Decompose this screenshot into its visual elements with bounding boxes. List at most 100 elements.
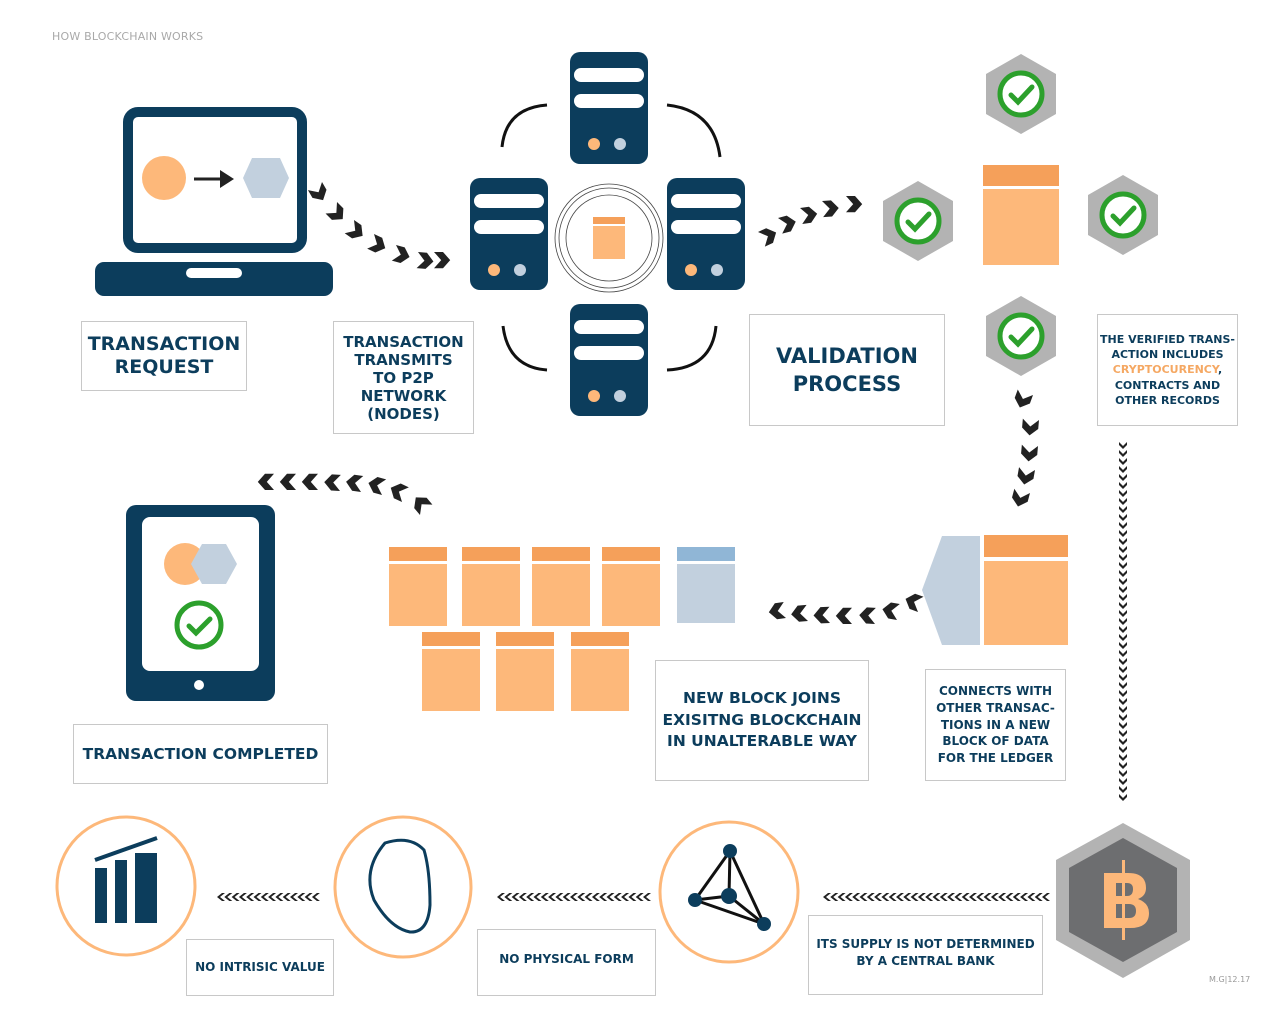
chevron-left-icon: [282, 893, 291, 901]
chevron-left-icon: [1042, 893, 1050, 901]
laptop-icon: [95, 107, 333, 296]
label-line: TIONS IN A NEW: [940, 717, 1051, 732]
chevron-left-icon: [548, 893, 557, 901]
chevron-down-icon: [1119, 706, 1127, 713]
step-transaction-completed: TRANSACTION COMPLETED: [73, 724, 328, 784]
label-line: OTHER TRANSAC-: [936, 700, 1055, 715]
chevron-left-icon: [881, 893, 890, 901]
chevron-left-icon: [311, 893, 320, 901]
chevron-down-icon: [1119, 770, 1127, 777]
chevron-left-icon: [238, 893, 247, 901]
decentralized-network-icon: [658, 820, 800, 964]
chevron-left-icon: [910, 893, 919, 901]
chevron-down-icon: [1119, 754, 1127, 761]
chevron-down-icon: [1119, 634, 1127, 641]
chevron-left-icon: [599, 893, 608, 901]
arrow-to-completed: [257, 473, 433, 515]
chevron-left-icon: [635, 893, 644, 901]
chevron-left-icon: [275, 893, 284, 901]
chevron-left-icon: [954, 893, 963, 901]
label-line: TRANSACTION: [87, 333, 241, 356]
chevron-down-icon: [1119, 554, 1127, 561]
chevron-left-icon: [246, 893, 255, 901]
chevron-left-icon: [990, 893, 999, 901]
chevron-left-icon: [969, 893, 977, 901]
step-block-joins-chain: NEW BLOCK JOINS EXISITNG BLOCKCHAIN IN U…: [655, 660, 869, 781]
chevron-left-icon: [540, 893, 549, 901]
label-line: TRANSACTION: [343, 332, 464, 351]
chevron-left-icon: [511, 893, 520, 901]
chevron-down-icon: [1119, 594, 1127, 601]
chevron-left-icon: [976, 893, 985, 901]
chevron-left-icon: [518, 893, 527, 901]
arrow-to-bitcoin: [1119, 442, 1127, 801]
label-line: FOR THE LEDGER: [937, 751, 1054, 766]
chevron-left-icon: [1012, 893, 1021, 901]
arrow-physical-to-intrinsic: [497, 893, 651, 901]
label-line: NEW BLOCK JOINS: [683, 688, 841, 707]
chevron-left-icon: [297, 893, 306, 901]
chevron-left-icon: [1027, 893, 1036, 901]
label-line: TRANSACTION COMPLETED: [82, 744, 319, 763]
chevron-left-icon: [217, 893, 225, 901]
chevron-left-icon: [852, 893, 861, 901]
chevron-left-icon: [533, 893, 542, 901]
step-transmit-network: TRANSACTION TRANSMITS TO P2P NETWORK (NO…: [333, 321, 474, 434]
step-connects-new-block: CONNECTS WITH OTHER TRANSAC- TIONS IN A …: [925, 669, 1066, 781]
chevron-down-icon: [1119, 490, 1127, 497]
chevron-down-icon: [1119, 658, 1127, 665]
server-network-icon: [470, 52, 745, 416]
chevron-left-icon: [859, 893, 868, 901]
chevron-down-icon: [1119, 618, 1127, 625]
validation-hexagons-icon: [883, 54, 1158, 376]
label-line: (NODES): [367, 404, 440, 423]
chevron-left-icon: [896, 893, 904, 901]
chevron-down-icon: [1119, 450, 1127, 457]
chevron-down-icon: [1119, 714, 1127, 721]
chevron-left-icon: [998, 893, 1007, 901]
chevron-left-icon: [643, 893, 651, 901]
cryptocurrency-highlight: CRYPTOCURENCY: [1112, 363, 1219, 377]
chevron-down-icon: [1119, 466, 1127, 473]
chevron-left-icon: [844, 893, 853, 901]
chevron-down-icon: [1119, 538, 1127, 545]
chevron-left-icon: [253, 893, 262, 901]
chevron-down-icon: [1119, 738, 1127, 745]
chevron-down-icon: [1119, 474, 1127, 481]
arrow-supply-to-physical: [823, 893, 1050, 901]
chevron-left-icon: [504, 893, 513, 901]
bar-chart-icon: [55, 815, 197, 957]
chevron-left-icon: [613, 893, 622, 901]
chevron-down-icon: [1119, 514, 1127, 521]
bitcoin-icon: [1056, 823, 1190, 978]
punctuation: ,: [1218, 363, 1223, 377]
chevron-left-icon: [260, 893, 269, 901]
label-line: OTHER RECORDS: [1115, 394, 1220, 408]
chevron-left-icon: [947, 893, 956, 901]
chevron-down-icon: [1119, 546, 1127, 553]
author-stamp: M.G|12.17: [1209, 975, 1251, 984]
label-line: PROCESS: [792, 372, 902, 396]
chevron-down-icon: [1119, 498, 1127, 505]
chevron-down-icon: [1119, 458, 1127, 465]
chevron-left-icon: [837, 893, 846, 901]
chevron-down-icon: [1119, 602, 1127, 609]
chevron-left-icon: [903, 893, 912, 901]
chevron-down-icon: [1119, 522, 1127, 529]
chevron-down-icon: [1119, 666, 1127, 673]
chevron-down-icon: [1119, 506, 1127, 513]
chevron-left-icon: [231, 893, 240, 901]
chevron-left-icon: [961, 893, 970, 901]
property-no-intrinsic-value: NO INTRISIC VALUE: [186, 939, 334, 996]
label-line: TRANSMITS: [354, 350, 453, 369]
chevron-down-icon: [1119, 778, 1127, 785]
chevron-left-icon: [606, 893, 615, 901]
label-line: NO PHYSICAL FORM: [499, 952, 634, 966]
chevron-down-icon: [1119, 562, 1127, 569]
arrow-intrinsic-end: [217, 893, 320, 901]
chevron-down-icon: [1119, 530, 1127, 537]
pending-block: [677, 547, 735, 623]
